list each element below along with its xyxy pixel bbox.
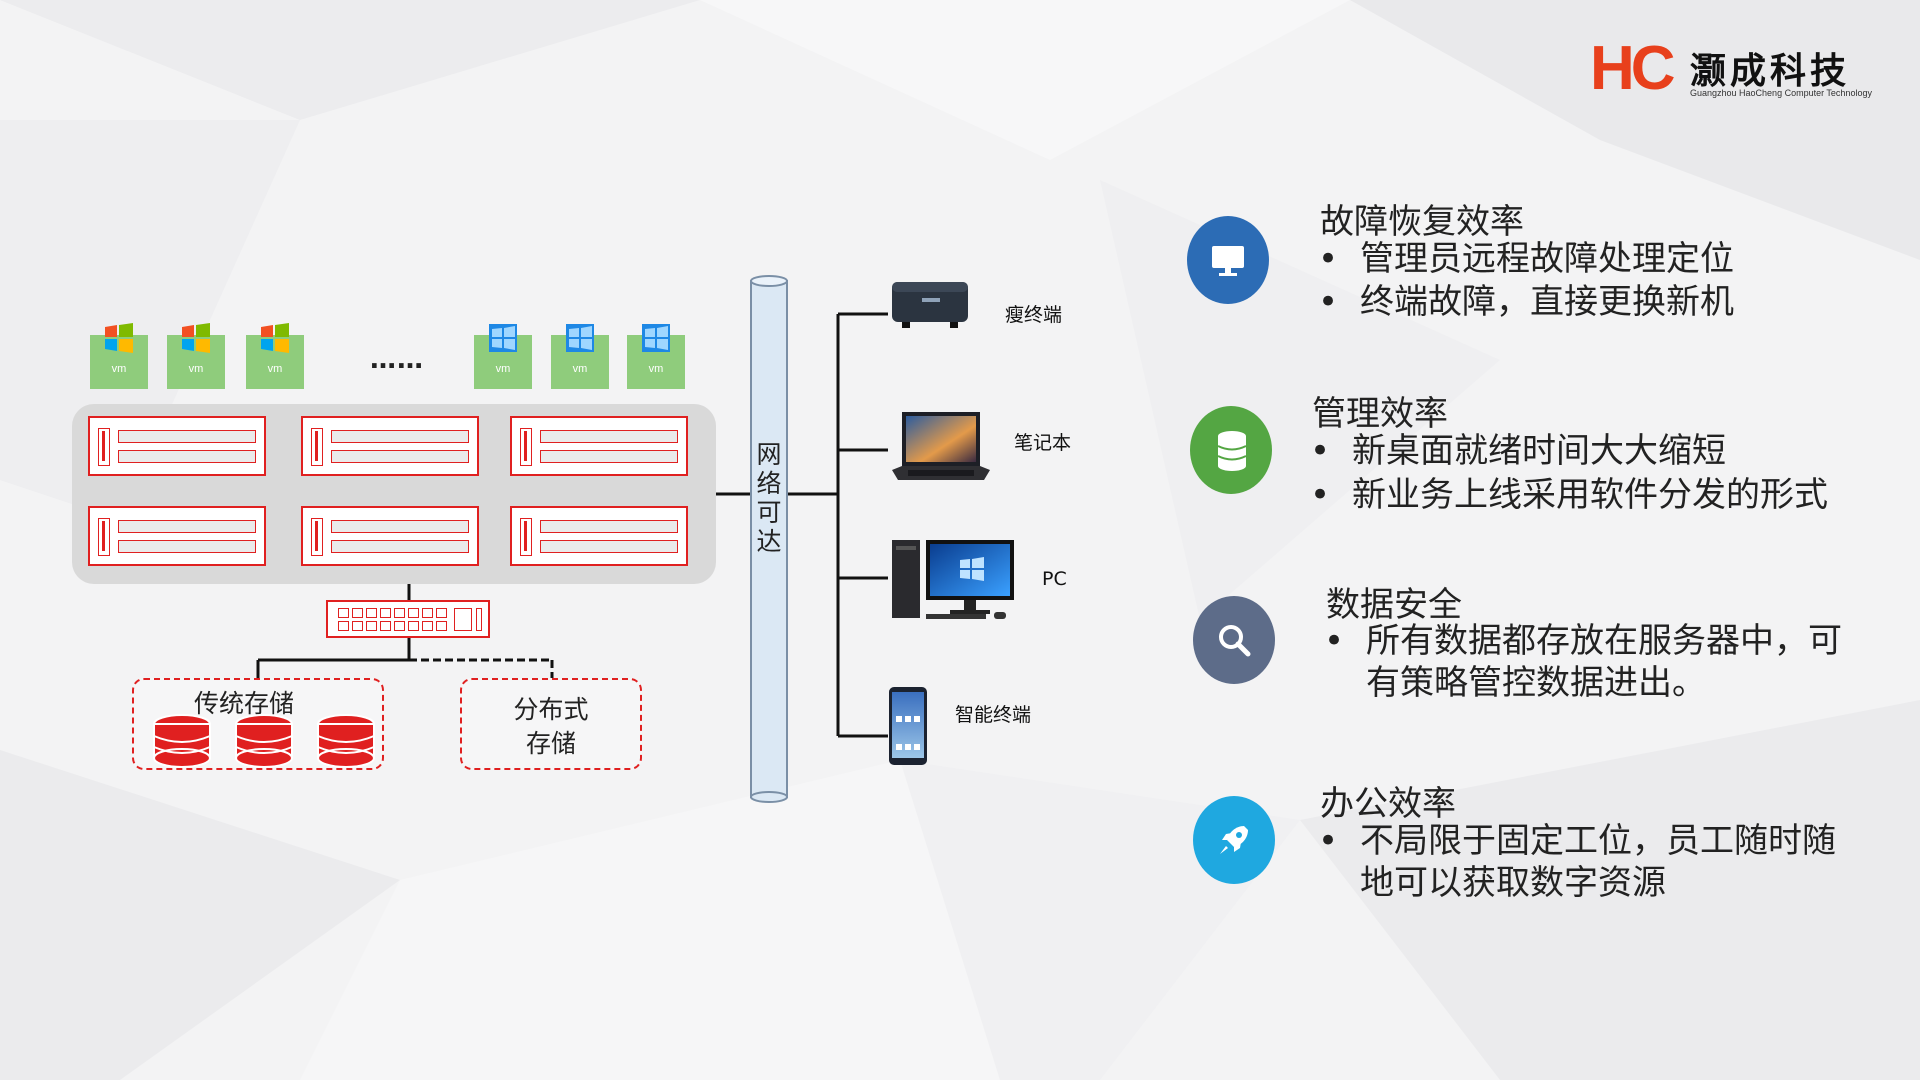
vm-label: vm <box>188 363 204 375</box>
server-unit <box>301 506 479 566</box>
logo-name-en: Guangzhou HaoCheng Computer Technology <box>1690 88 1872 98</box>
distributed-storage-label-1: 分布式 <box>513 695 589 724</box>
windows10-icon <box>489 324 517 352</box>
benefit-title-fault-recovery: 故障恢复效率 <box>1320 202 1524 242</box>
benefit-bullet: •新业务上线采用软件分发的形式 <box>1310 475 1828 515</box>
benefit-title-data-security: 数据安全 <box>1326 585 1462 625</box>
vm-label: vm <box>267 363 283 375</box>
vm-label: vm <box>111 363 127 375</box>
server-unit <box>301 416 479 476</box>
vm-box: vm <box>246 323 304 389</box>
server-cluster <box>72 404 716 584</box>
windows10-icon <box>642 324 670 352</box>
device-label-laptop: 笔记本 <box>1014 432 1072 454</box>
benefit-bullet: •不局限于固定工位，员工随时随地可以获取数字资源 <box>1318 821 1836 903</box>
logo-name-cn: 灏成科技 <box>1690 51 1851 92</box>
benefit-bullet: •新桌面就绪时间大大缩短 <box>1310 431 1726 471</box>
vm-box: vm <box>167 323 225 389</box>
benefit-icon-circle <box>1193 596 1275 684</box>
database-icon <box>1217 431 1247 471</box>
vm-label: vm <box>495 363 511 375</box>
network-pipe <box>750 275 788 803</box>
company-logo: HC 灏成科技 Guangzhou HaoCheng Computer Tech… <box>1590 38 1890 108</box>
benefit-icon-circle <box>1190 406 1272 494</box>
monitor-icon <box>1212 246 1244 276</box>
server-unit <box>510 416 688 476</box>
device-label-pc: PC <box>1042 568 1067 590</box>
rocket-icon <box>1220 826 1248 854</box>
benefit-icon-circle <box>1187 216 1269 304</box>
distributed-storage-label-2: 存储 <box>525 729 576 758</box>
thin-client-icon <box>892 282 968 328</box>
device-label-smart-terminal: 智能终端 <box>955 704 1032 726</box>
logo-mark: HC <box>1590 34 1676 103</box>
traditional-storage-label: 传统存储 <box>194 689 295 718</box>
vm-label: vm <box>572 363 588 375</box>
vm-box: vm <box>90 323 148 389</box>
benefit-title-management: 管理效率 <box>1312 394 1448 434</box>
benefit-bullet: •所有数据都存放在服务器中，可有策略管控数据进出。 <box>1324 621 1842 703</box>
server-unit <box>88 416 266 476</box>
vm-label: vm <box>648 363 664 375</box>
benefit-bullet: •终端故障，直接更换新机 <box>1318 282 1734 322</box>
vm-box: vm <box>551 324 609 389</box>
database-cylinders <box>153 714 375 768</box>
distributed-storage-box: 分布式 存储 <box>460 678 642 770</box>
server-unit <box>88 506 266 566</box>
windows10-icon <box>566 324 594 352</box>
windows7-icon <box>261 323 289 353</box>
benefit-title-office: 办公效率 <box>1320 784 1456 824</box>
device-label-thin-client: 瘦终端 <box>1005 304 1063 326</box>
pc-icon <box>892 540 1014 619</box>
laptop-icon <box>892 412 990 480</box>
network-label: 网络可达 <box>756 440 782 556</box>
windows7-icon <box>105 323 133 353</box>
smartphone-icon <box>889 687 927 765</box>
server-unit <box>510 506 688 566</box>
benefit-bullet: •管理员远程故障处理定位 <box>1318 239 1734 279</box>
vm-ellipsis: …… <box>370 345 424 375</box>
vm-box: vm <box>627 324 685 389</box>
vm-box: vm <box>474 324 532 389</box>
search-icon <box>1219 625 1251 657</box>
traditional-storage-box: 传统存储 <box>132 678 384 770</box>
network-switch <box>326 600 490 638</box>
windows7-icon <box>182 323 210 353</box>
benefit-icon-circle <box>1193 796 1275 884</box>
